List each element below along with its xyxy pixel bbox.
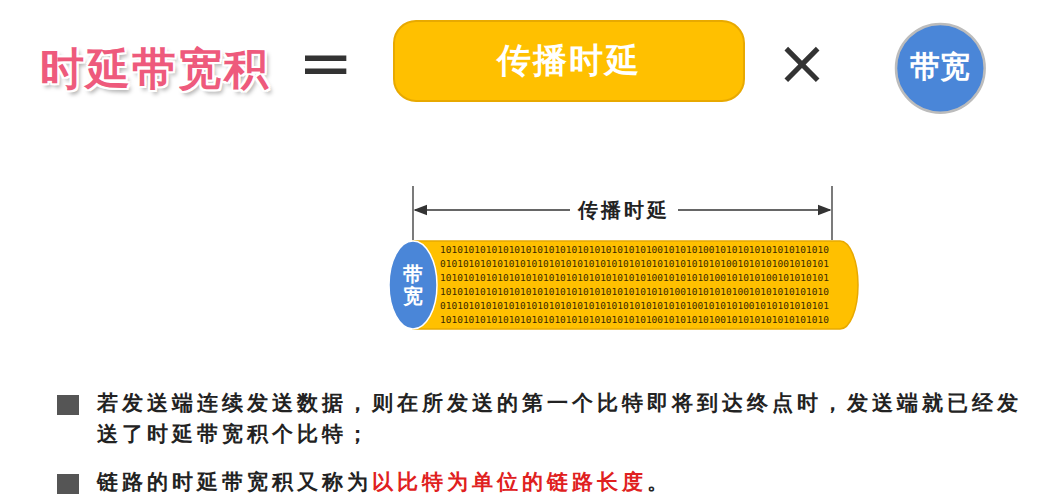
bandwidth-circle: 带宽 [894,22,987,115]
bullet-square [57,474,79,494]
circle-fill [896,24,985,113]
note-text: 链路的时延带宽积又称为 [97,470,372,494]
node-text: 带宽 [403,263,423,307]
note-line: 链路的时延带宽积又称为以比特为单位的链路长度。 [97,467,672,498]
bandwidth-ellipse: 带宽 [388,240,438,330]
note-text: 。 [647,470,672,494]
bullet-square [57,395,79,415]
box-fill [394,21,744,101]
node-text: 带宽 [910,47,970,88]
bit-stream: 1010101010101010101010101010101010101001… [440,243,836,327]
link-cylinder: 1010101010101010101010101010101010101001… [413,240,858,330]
times-sign: × [776,26,828,99]
cylinder-body [413,241,858,329]
formula-box: 传播时延 [393,20,745,102]
dimension-tick [831,186,832,240]
ellipse-fill [389,241,437,329]
dimension-label: 传播时延 [570,197,678,223]
equals-sign: = [298,24,353,101]
note-highlight: 以比特为单位的链路长度 [372,470,647,494]
node-text: 传播时延 [497,38,641,84]
note-text: 若发送端连续发送数据，则在所发送的第一个比特即将到达终点时，发送端就已经发送了时… [97,388,1043,450]
dimension-tick [412,186,413,240]
formula-term: 时延带宽积 [40,40,270,99]
